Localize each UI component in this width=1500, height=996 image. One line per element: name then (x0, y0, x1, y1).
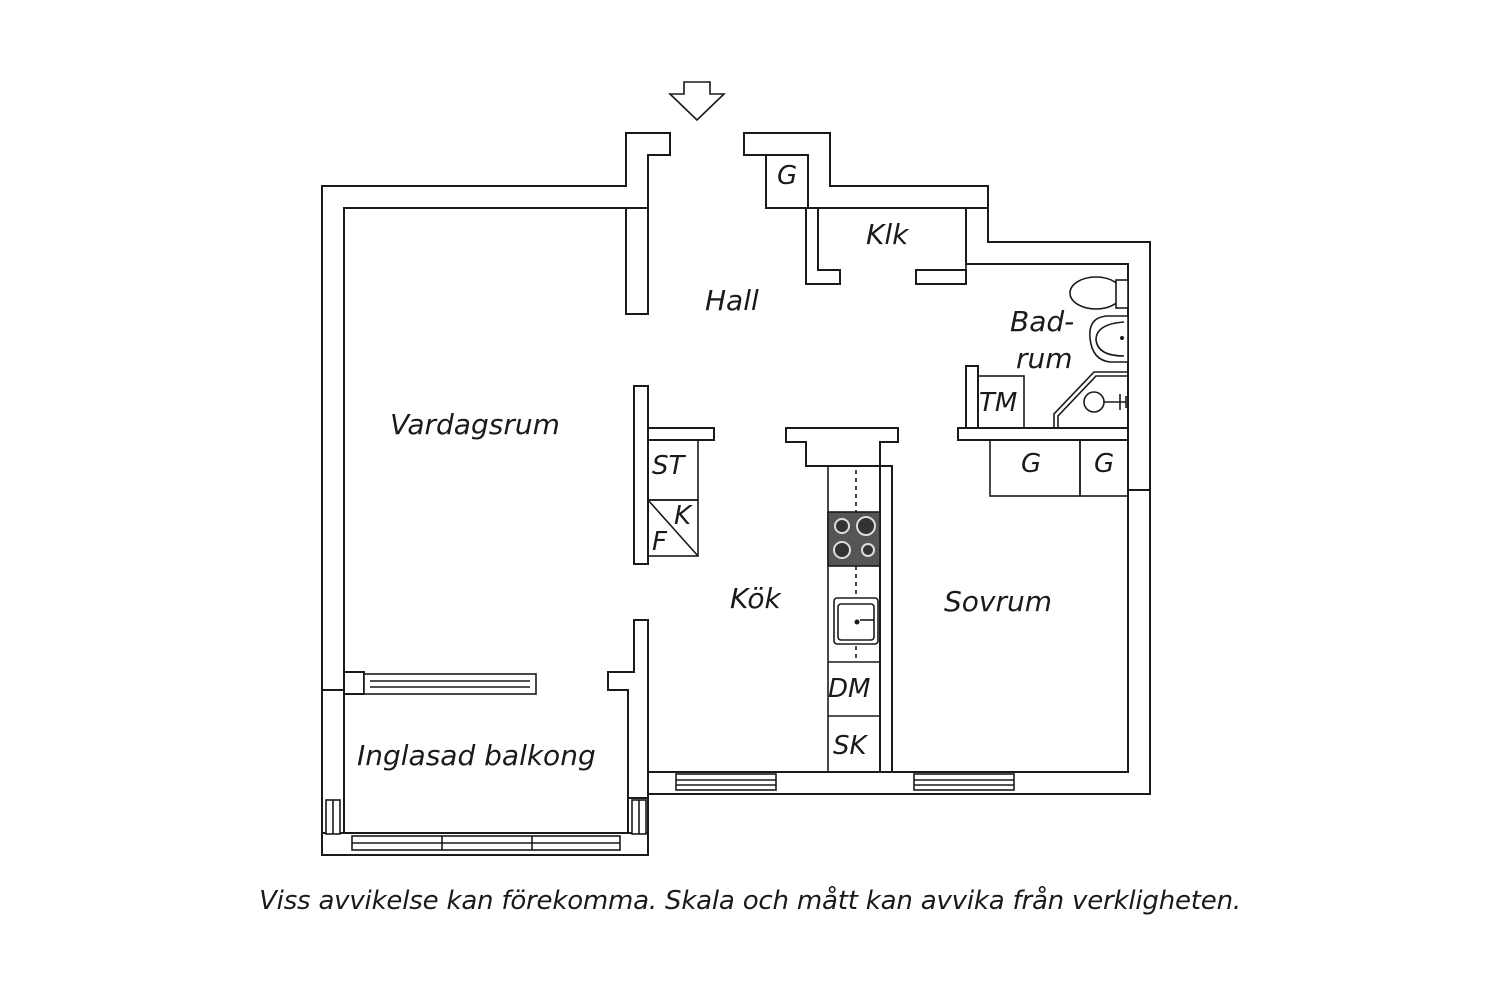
wall-st (647, 427, 715, 441)
window-living (363, 673, 537, 695)
wall-living-hall-upper (625, 207, 649, 315)
cabinet-kf-diagonal (647, 499, 699, 557)
label-hall: Hall (705, 284, 759, 317)
label-kok: Kök (730, 582, 782, 615)
washbasin-icon (1089, 315, 1129, 363)
label-balkong: Inglasad balkong (357, 739, 596, 772)
label-tm: TM (979, 388, 1017, 418)
wall-balcony-top (343, 671, 365, 695)
window-balcony (351, 835, 621, 851)
label-klk: Klk (866, 218, 910, 251)
label-g1: G (1021, 449, 1041, 479)
window-kitchen (675, 773, 777, 791)
label-f: F (652, 527, 668, 557)
label-sk: SK (833, 731, 869, 761)
window-balcony-right (631, 799, 647, 835)
wall-living-hall-lower (633, 385, 649, 565)
label-k: K (674, 501, 693, 531)
label-st: ST (652, 451, 687, 481)
disclaimer-caption: Viss avvikelse kan förekomma. Skala och … (259, 886, 1241, 916)
label-g-entry: G (777, 161, 797, 191)
label-sovrum: Sovrum (944, 585, 1052, 618)
kitchen-counter (827, 465, 881, 773)
wall-bath-left (965, 365, 979, 429)
wall-right (965, 207, 1151, 491)
klk-closet (818, 207, 967, 270)
stove-icon (827, 511, 881, 567)
closet-g2 (1079, 439, 1129, 497)
label-vardagsrum: Vardagsrum (390, 408, 560, 441)
sink-icon (833, 597, 879, 645)
wall-klk-bottom-right (915, 269, 967, 285)
shower-icon (1053, 371, 1128, 428)
wall-bath-bottom (957, 427, 1129, 441)
washing-machine-tm (977, 375, 1025, 429)
entrance-arrow-icon (668, 81, 726, 122)
label-dm: DM (828, 674, 870, 704)
label-g2: G (1094, 449, 1114, 479)
window-bedroom (913, 773, 1015, 791)
wall-klk-left (796, 207, 841, 285)
wall-kitchen-top (785, 427, 899, 467)
wall-kitchen-bedroom (879, 465, 893, 773)
window-balcony-left (325, 799, 341, 835)
cabinet-kf (647, 499, 699, 557)
wall-bottom (647, 489, 1151, 795)
wall-living-kitchen (607, 619, 649, 799)
toilet-icon (1069, 276, 1129, 310)
label-badrum-2: rum (1016, 342, 1073, 375)
label-badrum-1: Bad- (1010, 305, 1074, 338)
